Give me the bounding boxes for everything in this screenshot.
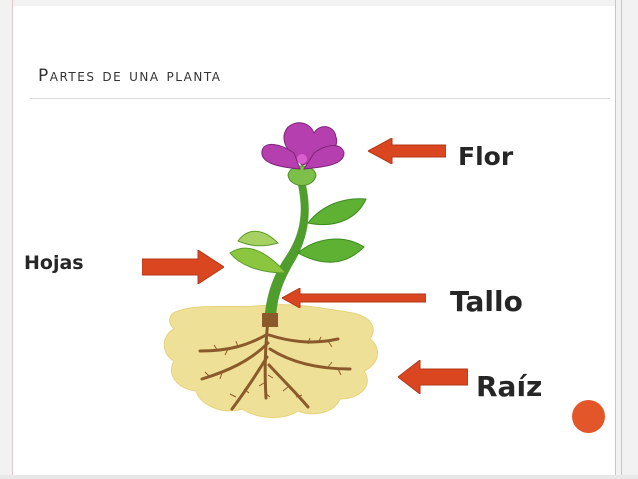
label-hojas: Hojas: [24, 252, 84, 274]
plant-illustration: [163, 122, 379, 418]
arrow-hojas: [142, 250, 224, 284]
title-divider: [30, 98, 610, 99]
label-raiz: Raíz: [476, 370, 543, 403]
label-tallo: Tallo: [450, 285, 523, 318]
flower-petals: [261, 122, 345, 170]
leaf-right-upper: [307, 198, 367, 225]
slide-frame-top: [0, 0, 638, 6]
leaf-left-small: [237, 230, 279, 247]
leaf-left: [229, 247, 288, 274]
slide-frame-right: [615, 0, 638, 479]
stem: [264, 185, 309, 323]
soil: [163, 304, 379, 418]
accent-circle: [572, 400, 605, 433]
flower-calyx: [287, 165, 317, 186]
arrow-raiz: [398, 360, 468, 394]
arrow-tallo: [282, 288, 426, 308]
slide-frame-left: [0, 0, 13, 479]
arrow-flor: [368, 138, 446, 164]
label-flor: Flor: [458, 142, 514, 171]
root-hairs: [204, 336, 342, 398]
slide-frame-bottom: [0, 475, 638, 479]
slide-title: Partes de una planta: [38, 66, 222, 86]
leaf-right-lower: [297, 238, 365, 263]
